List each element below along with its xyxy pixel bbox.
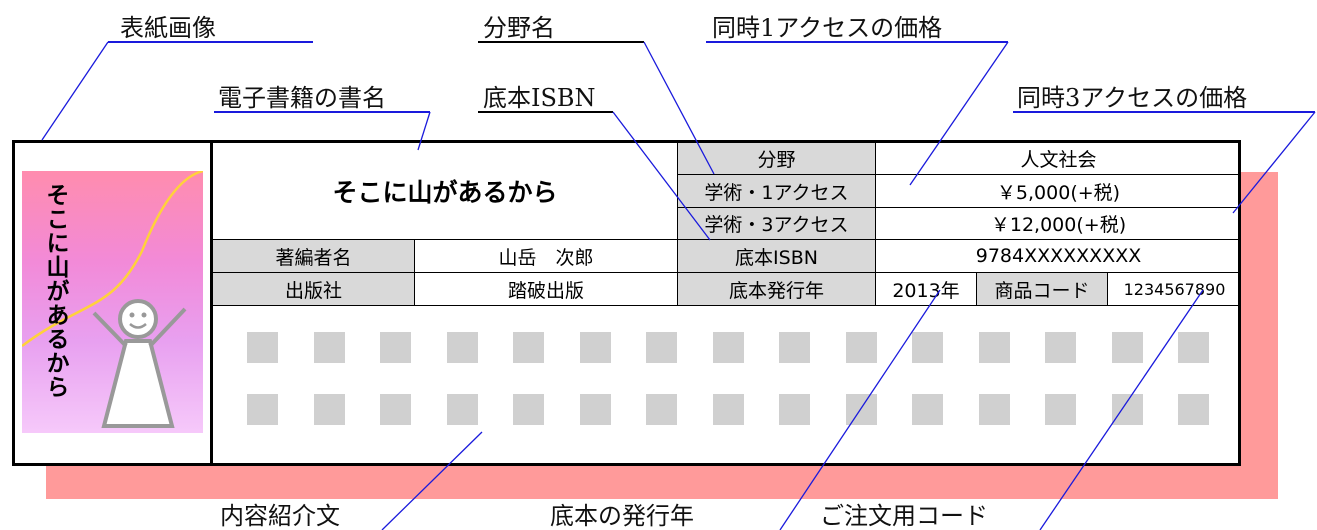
placeholder-block	[1178, 332, 1209, 363]
placeholder-block	[446, 394, 478, 425]
callout-publication-year: 底本の発行年	[550, 502, 694, 530]
placeholder-block	[247, 332, 278, 363]
placeholder-block	[712, 332, 744, 363]
callout-price-1-access: 同時1アクセスの価格	[712, 14, 943, 42]
placeholder-block	[1178, 394, 1209, 425]
figure-eye	[129, 312, 135, 318]
placeholder-block	[712, 394, 744, 425]
placeholder-block	[313, 394, 345, 425]
value-product-code: 1234567890	[1108, 273, 1241, 306]
placeholder-block	[1045, 332, 1076, 363]
value-field: 人文社会	[876, 143, 1241, 175]
callout-underline	[478, 41, 644, 43]
placeholder-block	[380, 332, 411, 363]
callout-order-code: ご注文用コード	[820, 502, 988, 530]
placeholder-block	[579, 332, 611, 363]
leader-line-cover	[41, 41, 109, 141]
book-card: そこに山があるから そこに山があるから 分野 人文社会 学術・1アクセス ￥5,…	[12, 140, 1241, 466]
placeholder-block	[313, 332, 345, 363]
label-academic-1-access: 学術・1アクセス	[678, 175, 876, 208]
label-year: 底本発行年	[678, 273, 876, 306]
value-year: 2013年	[876, 273, 977, 306]
value-price-1-access: ￥5,000(+税)	[876, 175, 1241, 208]
cover-title: そこに山があるから	[42, 183, 68, 399]
figure-eye	[141, 312, 147, 318]
placeholder-block	[912, 394, 943, 425]
label-isbn: 底本ISBN	[678, 240, 876, 273]
placeholder-block	[912, 332, 943, 363]
cover-illustration	[22, 171, 203, 428]
callout-price-3-access: 同時3アクセスの価格	[1017, 84, 1248, 112]
placeholder-block	[779, 394, 810, 425]
value-isbn: 9784XXXXXXXXX	[876, 240, 1241, 273]
book-title: そこに山があるから	[213, 143, 678, 240]
value-publisher: 踏破出版	[415, 273, 678, 306]
label-field: 分野	[678, 143, 876, 175]
callout-underline	[706, 41, 1008, 43]
placeholder-block	[1111, 332, 1143, 363]
placeholder-block	[646, 394, 677, 425]
book-info-table: そこに山があるから 分野 人文社会 学術・1アクセス ￥5,000(+税) 学術…	[213, 143, 1241, 306]
placeholder-block	[646, 332, 677, 363]
figure-head	[118, 299, 158, 339]
value-price-3-access: ￥12,000(+税)	[876, 208, 1241, 240]
placeholder-block	[579, 394, 611, 425]
growth-curve	[22, 171, 203, 348]
callout-description: 内容紹介文	[220, 502, 340, 530]
placeholder-block	[779, 332, 810, 363]
placeholder-block	[845, 332, 877, 363]
placeholder-block	[845, 394, 877, 425]
callout-underline	[108, 41, 313, 43]
placeholder-block	[513, 394, 544, 425]
callout-underline	[478, 111, 613, 113]
figure-arm	[92, 311, 128, 348]
placeholder-block	[1045, 394, 1076, 425]
placeholder-block	[978, 394, 1010, 425]
label-product-code: 商品コード	[977, 273, 1108, 306]
placeholder-block	[247, 394, 278, 425]
label-academic-3-access: 学術・3アクセス	[678, 208, 876, 240]
callout-ebook-title: 電子書籍の書名	[218, 84, 386, 112]
callout-source-isbn: 底本ISBN	[483, 84, 596, 112]
figure-body	[101, 339, 175, 428]
callout-underline	[1013, 111, 1315, 113]
placeholder-block	[446, 332, 478, 363]
description-placeholder	[213, 306, 1241, 463]
figure-smile	[129, 323, 147, 329]
value-author: 山岳 次郎	[415, 240, 678, 273]
figure-arm	[148, 307, 187, 348]
placeholder-block	[1111, 394, 1143, 425]
callout-underline	[214, 111, 430, 113]
label-author: 著編者名	[213, 240, 415, 273]
placeholder-block	[513, 332, 544, 363]
label-publisher: 出版社	[213, 273, 415, 306]
cover-image: そこに山があるから	[22, 171, 203, 433]
cover-area: そこに山があるから	[15, 143, 213, 463]
callout-field-name: 分野名	[483, 14, 555, 42]
placeholder-block	[380, 394, 411, 425]
placeholder-block	[978, 332, 1010, 363]
callout-cover-image: 表紙画像	[120, 14, 216, 42]
